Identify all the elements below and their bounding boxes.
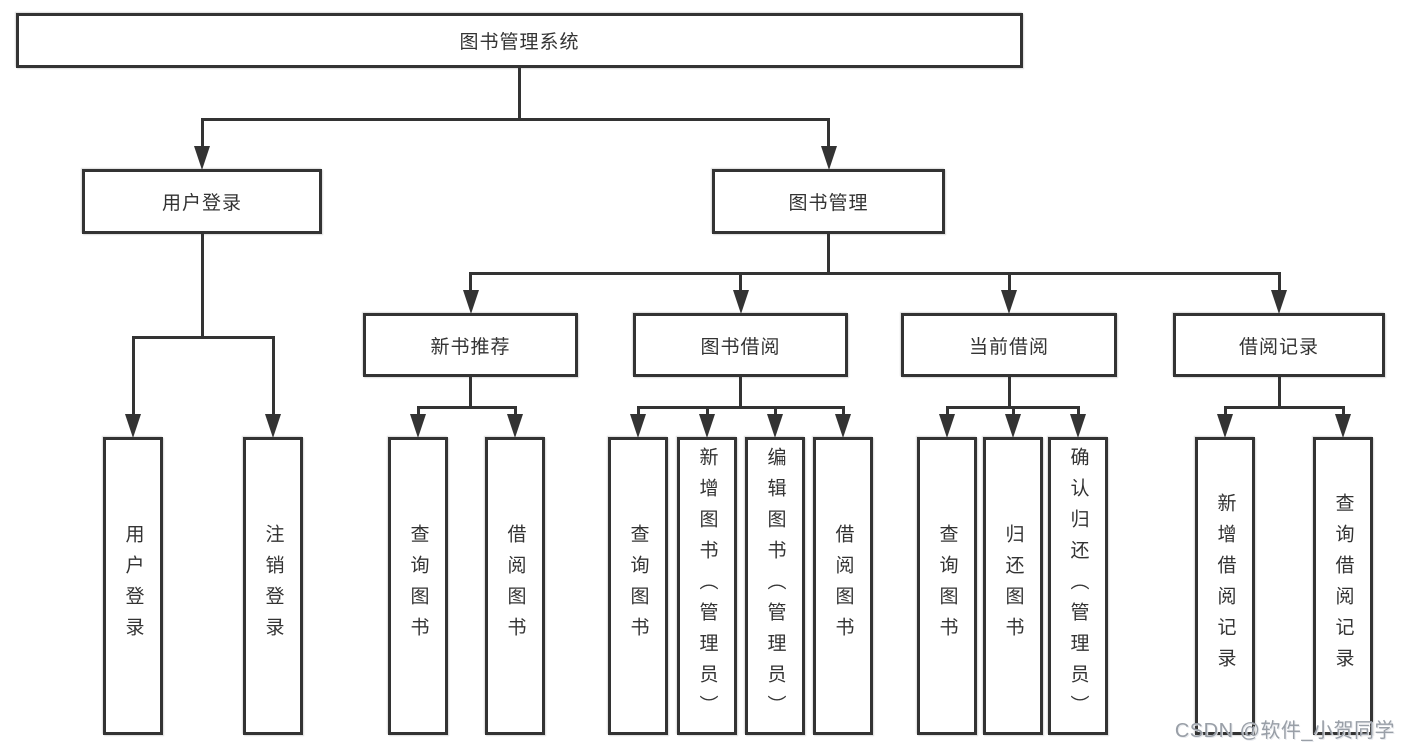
arrow-down-icon (767, 414, 783, 438)
connector-drop (1007, 272, 1011, 291)
arrow-down-icon (1217, 414, 1233, 438)
connector-drop (636, 406, 640, 415)
node-label: 借阅图书 (504, 524, 526, 648)
arrow-down-icon (820, 146, 837, 170)
node-leaf-cb-return: 归还图书 (983, 437, 1043, 735)
node-leaf-bb-borrow: 借阅图书 (813, 437, 873, 735)
connector-drop (1223, 406, 1227, 415)
node-leaf-nb-query: 查询图书 (388, 437, 448, 735)
node-borrow-records: 借阅记录 (1173, 313, 1385, 377)
node-label: 确认归还（管理员） (1067, 446, 1089, 726)
arrow-down-icon (1005, 414, 1021, 438)
connector-drop (271, 336, 275, 415)
connector-drop (1277, 272, 1281, 291)
arrow-down-icon (265, 414, 281, 438)
node-book-borrow: 图书借阅 (633, 313, 848, 377)
node-leaf-cb-confirm: 确认归还（管理员） (1048, 437, 1108, 735)
arrow-down-icon (410, 414, 426, 438)
connector-drop (1011, 406, 1015, 415)
connector-stem (1007, 377, 1011, 409)
connector-drop (200, 118, 204, 147)
connector-drop (416, 406, 420, 415)
node-leaf-user-login: 用户登录 (103, 437, 163, 735)
node-root: 图书管理系统 (16, 13, 1023, 68)
connector-drop (469, 272, 472, 291)
connector-drop (773, 406, 777, 415)
connector-drop (1076, 406, 1080, 415)
connector-drop (705, 406, 709, 415)
connector-drop (841, 406, 845, 415)
node-label: 查询图书 (627, 524, 649, 648)
connector-stem (469, 377, 472, 409)
arrow-down-icon (939, 414, 955, 438)
connector-bus (200, 118, 830, 121)
node-label: 新增图书（管理员） (696, 446, 718, 726)
node-book-mgmt: 图书管理 (712, 169, 945, 234)
node-label: 新增借阅记录 (1214, 493, 1236, 679)
arrow-down-icon (1001, 290, 1017, 314)
node-leaf-bb-add: 新增图书（管理员） (677, 437, 737, 735)
node-label: 图书管理 (788, 193, 869, 214)
arrow-down-icon (699, 414, 715, 438)
arrow-down-icon (1335, 414, 1351, 438)
connector-drop (827, 118, 830, 147)
arrow-down-icon (1271, 290, 1287, 314)
connector-bus (416, 406, 517, 409)
node-leaf-br-query: 查询借阅记录 (1313, 437, 1373, 735)
connector-stem (739, 377, 742, 409)
node-user-login: 用户登录 (82, 169, 322, 234)
arrow-down-icon (630, 414, 646, 438)
connector-bus (131, 336, 275, 339)
watermark-text: CSDN @软件_小贺同学 (1174, 720, 1395, 742)
arrow-down-icon (125, 414, 141, 438)
connector-stem (1277, 377, 1281, 409)
node-label: 查询借阅记录 (1332, 493, 1354, 679)
connector-stem (827, 234, 830, 275)
node-label: 查询图书 (407, 524, 429, 648)
arrow-down-icon (835, 414, 851, 438)
node-label: 注销登录 (262, 524, 284, 648)
connector-drop (739, 272, 742, 291)
node-current-borrow: 当前借阅 (901, 313, 1117, 377)
connector-drop (513, 406, 517, 415)
node-label: 查询图书 (936, 524, 958, 648)
connector-drop (131, 336, 135, 415)
arrow-down-icon (1070, 414, 1086, 438)
arrow-down-icon (462, 290, 479, 314)
node-leaf-br-add: 新增借阅记录 (1195, 437, 1255, 735)
node-leaf-nb-borrow: 借阅图书 (485, 437, 545, 735)
node-label: 归还图书 (1002, 524, 1024, 648)
node-label: 借阅图书 (832, 524, 854, 648)
node-label: 编辑图书（管理员） (764, 446, 786, 726)
connector-bus (1223, 406, 1345, 409)
node-label: 图书借阅 (700, 336, 781, 358)
node-label: 图书管理系统 (459, 32, 580, 53)
connector-drop (945, 406, 949, 415)
node-label: 当前借阅 (968, 336, 1049, 358)
node-leaf-logout: 注销登录 (243, 437, 303, 735)
arrow-down-icon (732, 290, 749, 314)
node-new-book-rec: 新书推荐 (363, 313, 578, 377)
node-leaf-cb-query: 查询图书 (917, 437, 977, 735)
connector-bus (469, 272, 1281, 275)
node-label: 用户登录 (161, 193, 242, 214)
node-label: 新书推荐 (430, 336, 511, 358)
connector-stem (200, 234, 204, 339)
arrow-down-icon (507, 414, 523, 438)
connector-drop (1341, 406, 1345, 415)
connector-bus (636, 406, 845, 409)
node-leaf-bb-edit: 编辑图书（管理员） (745, 437, 805, 735)
node-label: 借阅记录 (1238, 336, 1319, 358)
node-label: 用户登录 (122, 524, 144, 648)
arrow-down-icon (194, 146, 210, 170)
connector-stem (518, 68, 521, 121)
node-leaf-bb-query: 查询图书 (608, 437, 668, 735)
